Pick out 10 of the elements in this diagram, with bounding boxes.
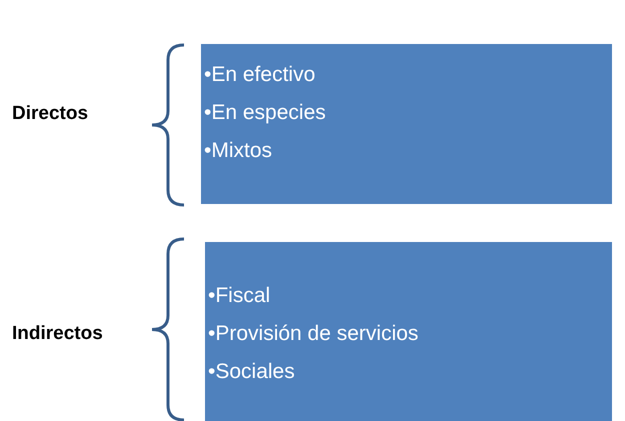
list-item: •Provisión de servicios — [208, 321, 418, 347]
group-label: Directos — [12, 103, 88, 125]
list-item: •En especies — [204, 100, 326, 126]
group-label: Indirectos — [12, 323, 103, 345]
list-item: •Mixtos — [204, 138, 272, 164]
list-item: •En efectivo — [204, 62, 316, 88]
list-item: •Sociales — [208, 359, 295, 385]
list-item: •Fiscal — [208, 283, 270, 309]
list-box — [201, 44, 612, 204]
list-box — [205, 242, 612, 421]
